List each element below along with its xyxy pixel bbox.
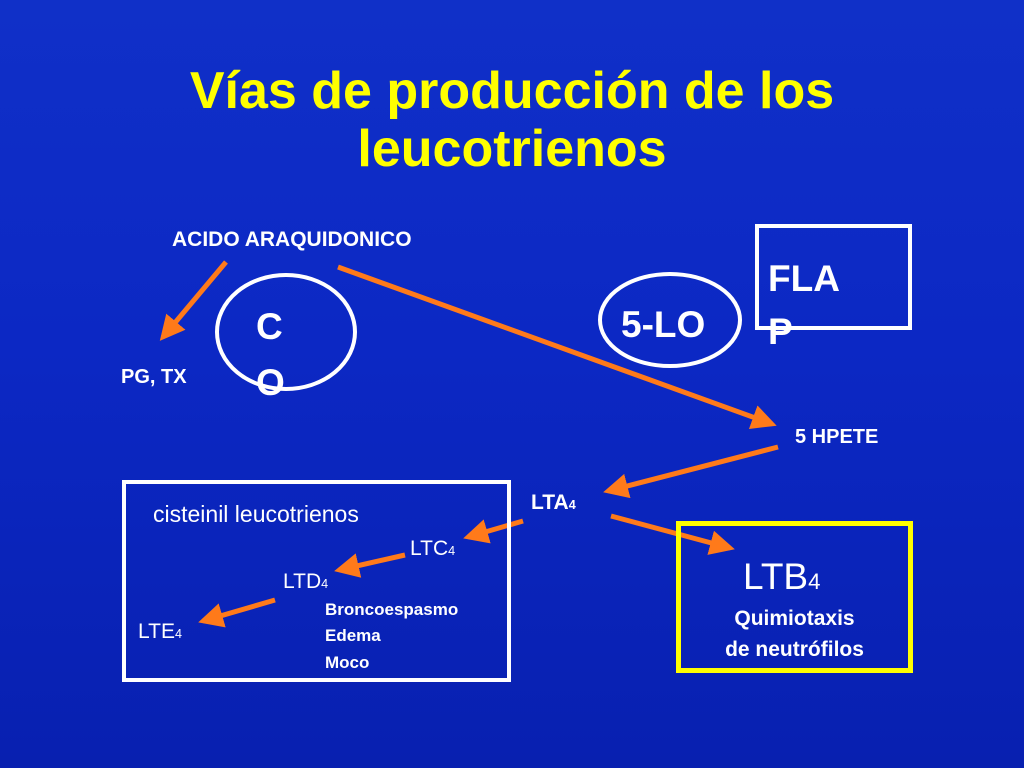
ltb4-description-line-2: de neutrófilos [725, 638, 864, 661]
pgtx-label: PG, TX [121, 366, 187, 388]
flap-label-line-1: FLA [768, 258, 840, 299]
co-ellipse [215, 273, 357, 391]
lta4-name: LTA [531, 491, 569, 514]
cysteinyl-leukotrienes-box [122, 480, 511, 682]
flap-box [755, 224, 912, 330]
hpete-label: 5 HPETE [795, 426, 879, 448]
flap-label-line-2: P [768, 311, 793, 352]
lta4-label: LTA4 [531, 491, 576, 515]
arrow-hpete-to-lta [603, 444, 779, 499]
co-label-line-2: O [256, 362, 285, 403]
lta4-subscript: 4 [568, 498, 576, 512]
ltb4-subscript: 4 [808, 569, 821, 594]
title-line-2: leucotrienos [357, 120, 667, 178]
cisteinil-leucotrienos-label: cisteinil leucotrienos [153, 501, 359, 527]
ltc4-subscript: 4 [448, 544, 456, 558]
co-label-line-1: C [256, 306, 283, 347]
ltd4-name: LTD [283, 570, 322, 593]
ltb4-box [676, 521, 913, 673]
ltd4-subscript: 4 [321, 577, 329, 591]
lte4-subscript: 4 [174, 627, 182, 641]
lo-ellipse [598, 272, 742, 368]
arrow-acido-to-hpete [337, 264, 777, 429]
ltb4-name: LTB [743, 556, 809, 597]
arrow-ltd-to-lte [198, 597, 276, 628]
arrow-lta-to-ltb [610, 513, 735, 555]
lte4-label: LTE4 [138, 620, 182, 644]
arrow-lta-to-ltc [463, 518, 524, 544]
title-line-1: Vías de producción de los [189, 62, 835, 120]
ltb4-description-line-1: Quimiotaxis [734, 607, 855, 630]
ltd4-label: LTD4 [283, 570, 328, 594]
ltc4-label: LTC4 [410, 537, 455, 561]
arrow-ltc-to-ltd [334, 552, 406, 578]
five-lo-label: 5-LO [621, 304, 706, 345]
ltc4-name: LTC [410, 537, 449, 560]
slide-title: Vías de producción de los leucotrienos [0, 62, 1024, 178]
lte4-name: LTE [138, 620, 175, 643]
effect-broncoespasmo: Broncoespasmo [325, 600, 459, 619]
ltb4-label: LTB4 [743, 556, 820, 598]
acido-araquidonico-label: ACIDO ARAQUIDONICO [172, 228, 412, 251]
effect-edema: Edema [325, 626, 381, 645]
arrow-acido-to-pgtx [159, 260, 228, 341]
effect-moco: Moco [325, 653, 370, 672]
